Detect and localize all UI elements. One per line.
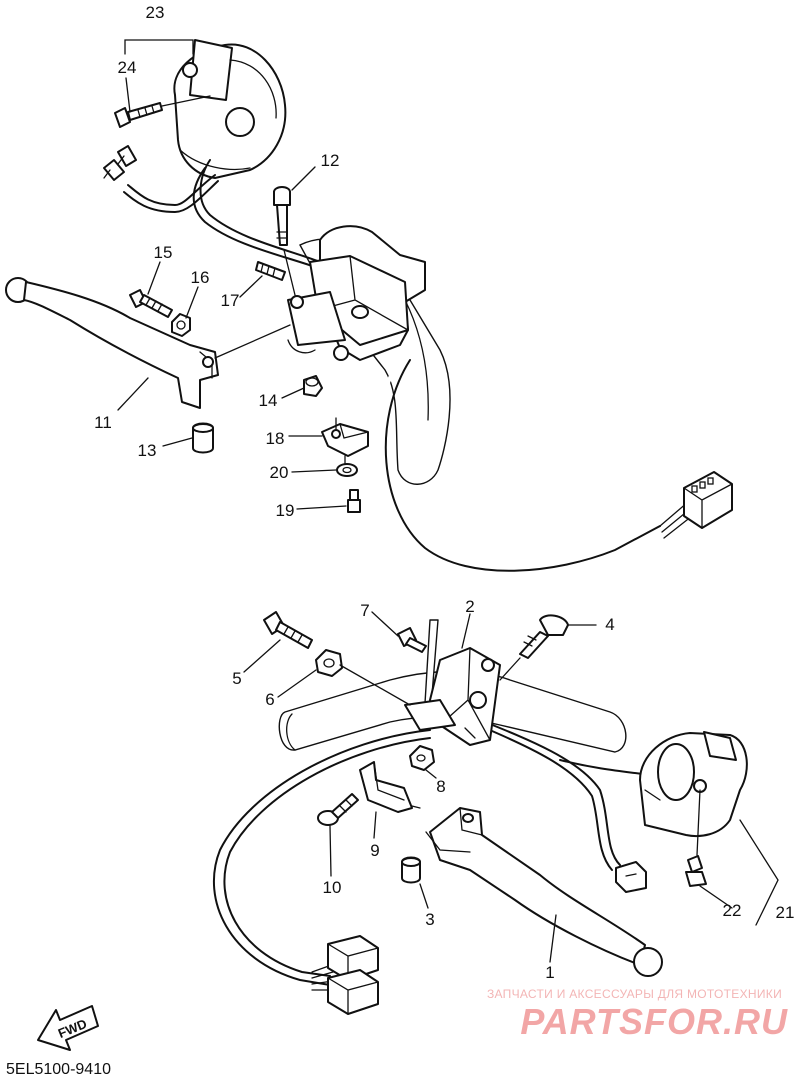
watermark: ЗАПЧАСТИ И АКСЕССУАРЫ ДЛЯ МОТОТЕХНИКИ PA… — [487, 987, 788, 1042]
bolt-4 — [499, 614, 569, 681]
lower-wire-connector — [311, 935, 379, 1015]
callout-10: 10 — [323, 878, 342, 897]
collar-3 — [401, 856, 421, 884]
leader-lines — [117, 39, 779, 963]
callout-11: 11 — [94, 413, 112, 432]
upper-switch-wires — [103, 145, 321, 269]
callout-1: 1 — [545, 963, 554, 982]
brake-master-cylinder — [287, 225, 426, 361]
callout-13: 13 — [138, 441, 157, 460]
lower-cable-loop — [212, 719, 651, 986]
callout-14: 14 — [259, 391, 278, 410]
bolt-17 — [255, 261, 286, 281]
collar-13 — [192, 422, 214, 454]
callout-8: 8 — [436, 777, 445, 796]
callout-9: 9 — [370, 841, 379, 860]
lever-bracket-2 — [404, 619, 501, 746]
brake-switch-18 — [321, 417, 369, 465]
screw-22 — [685, 789, 707, 887]
nut-8 — [409, 745, 435, 771]
callout-20: 20 — [270, 463, 289, 482]
callout-17: 17 — [221, 291, 240, 310]
diagram-code: 5EL5100-9410 — [6, 1061, 111, 1078]
watermark-logo: PARTSFOR.RU — [520, 1001, 788, 1042]
callout-15: 15 — [154, 243, 173, 262]
collar-14 — [303, 375, 323, 397]
upper-wire-connector — [659, 471, 733, 539]
callout-5: 5 — [232, 669, 241, 688]
callout-4: 4 — [605, 615, 614, 634]
brake-lever-11 — [5, 277, 291, 409]
callout-7: 7 — [360, 601, 369, 620]
clutch-lever-1 — [425, 807, 663, 977]
watermark-tagline: ЗАПЧАСТИ И АКСЕССУАРЫ ДЛЯ МОТОТЕХНИКИ — [487, 987, 782, 1001]
callout-2: 2 — [465, 597, 474, 616]
small-connector-right — [615, 861, 647, 893]
lower-handlebar-switch — [639, 731, 748, 838]
callout-19: 19 — [276, 501, 295, 520]
bolt-15 — [129, 289, 173, 318]
fwd-arrow-icon: FWD — [37, 1005, 99, 1051]
upper-handlebar-switch — [173, 39, 287, 179]
callout-22: 22 — [723, 901, 742, 920]
callout-3: 3 — [425, 910, 434, 929]
upper-cable-loop — [373, 358, 667, 585]
bolt-12 — [273, 186, 296, 296]
screw-19 — [347, 489, 361, 513]
nut-16 — [171, 313, 191, 337]
screw-24 — [114, 95, 211, 128]
callout-21: 21 — [776, 903, 795, 922]
bolt-7 — [397, 627, 427, 653]
bolt-5 — [263, 611, 313, 649]
nut-6 — [315, 649, 411, 706]
screw-10 — [317, 793, 359, 826]
callout-18: 18 — [266, 429, 285, 448]
callout-23: 23 — [146, 3, 165, 22]
callout-labels: 23 24 12 15 16 17 11 13 14 18 20 19 2 7 … — [94, 3, 794, 982]
callout-16: 16 — [191, 268, 210, 287]
callout-6: 6 — [265, 690, 274, 709]
callout-12: 12 — [321, 151, 340, 170]
washer-20 — [336, 463, 358, 477]
clutch-switch-9 — [359, 761, 421, 813]
callout-24: 24 — [118, 58, 137, 77]
